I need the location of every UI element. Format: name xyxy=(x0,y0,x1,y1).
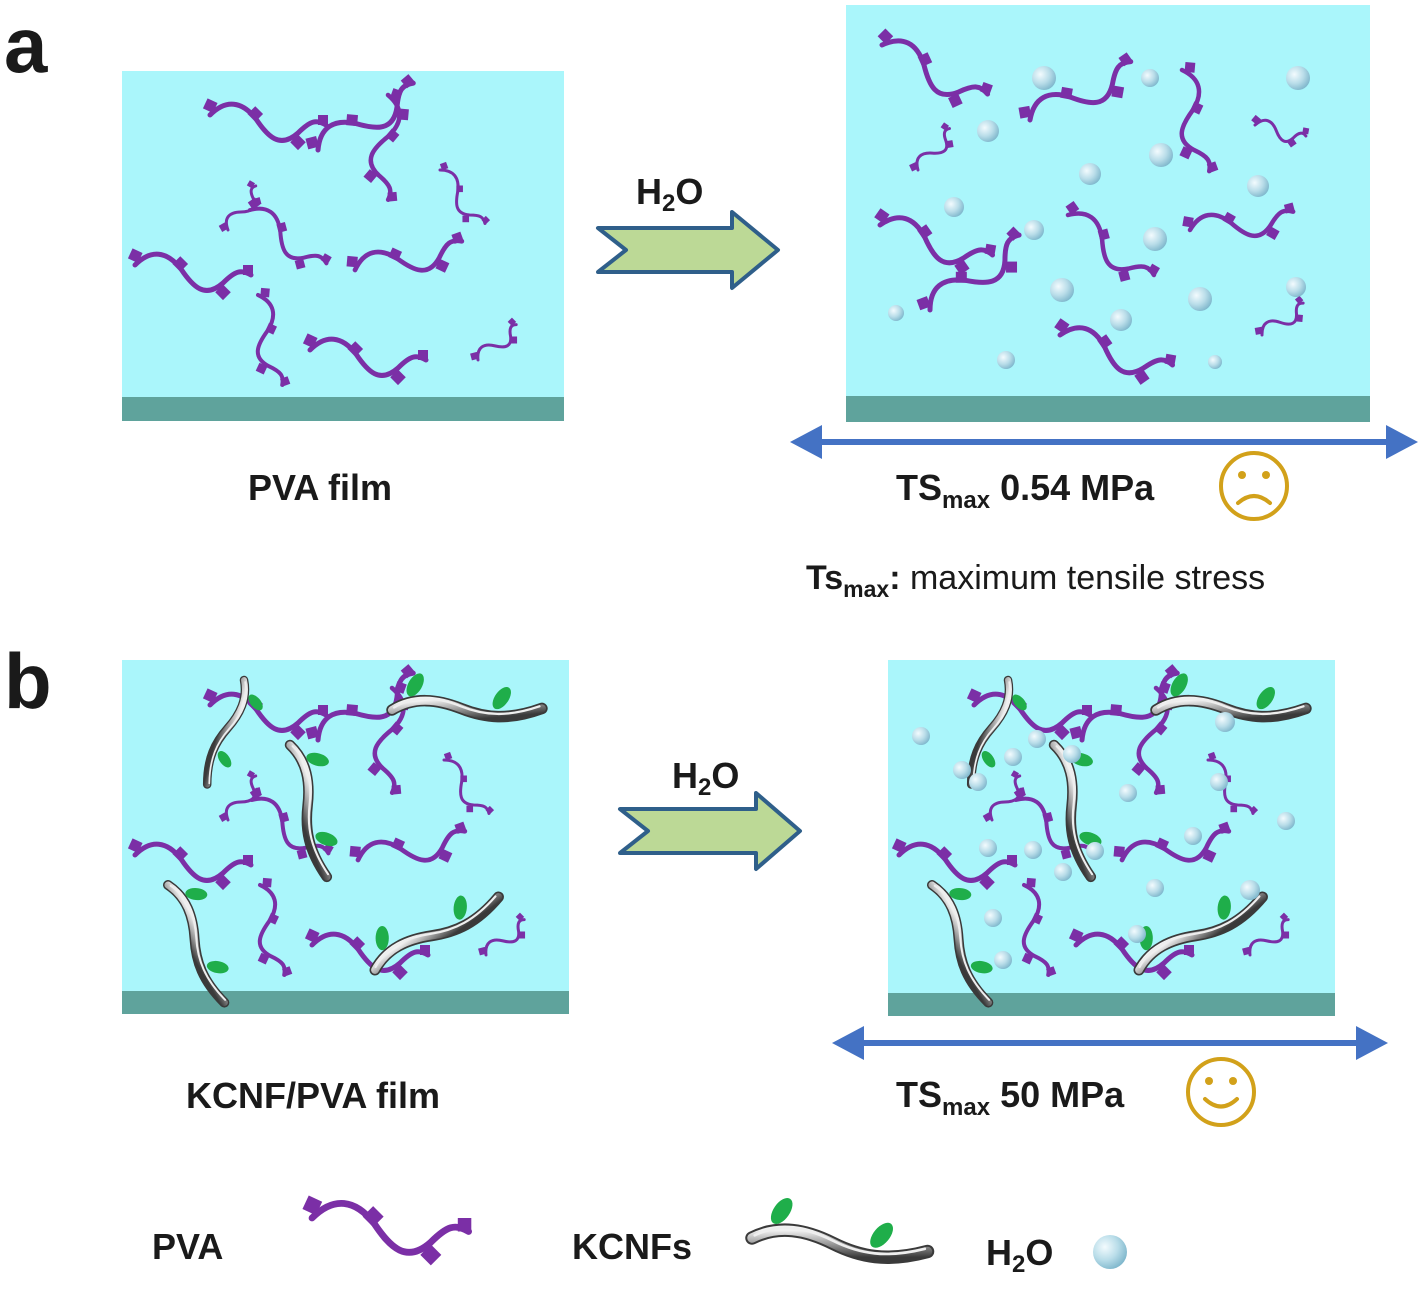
legend-label-water: H2O xyxy=(986,1232,1054,1278)
caption-pva-film: PVA film xyxy=(248,467,393,508)
panel-letter-b: b xyxy=(4,637,52,725)
legend-label-pva: PVA xyxy=(152,1226,224,1267)
panel-letter-a: a xyxy=(4,1,48,89)
kcnf-pva-film-b-left xyxy=(122,651,569,1014)
definition-note: Tsmax: maximum tensile stress xyxy=(806,559,1266,602)
tensile-result-b: TSmax 50 MPa xyxy=(896,1074,1125,1121)
arrow-label-b: H2O xyxy=(672,755,740,801)
process-arrow-b xyxy=(618,791,802,871)
pva-film-a-left xyxy=(122,61,564,421)
process-arrow-a xyxy=(596,210,780,290)
panel-a xyxy=(122,5,1418,521)
legend-kcnf-fiber-icon xyxy=(752,1194,928,1257)
tensile-arrow-b xyxy=(832,1026,1388,1060)
water-molecules xyxy=(888,66,1310,369)
tensile-arrow-a xyxy=(790,425,1418,459)
arrow-label-a: H2O xyxy=(636,171,704,217)
sad-face-icon xyxy=(1219,451,1289,521)
legend-label-kcnfs: KCNFs xyxy=(572,1226,693,1267)
pva-film-a-right xyxy=(846,5,1370,422)
caption-kcnf-pva-film: KCNF/PVA film xyxy=(186,1075,441,1116)
tensile-result-a: TSmax 0.54 MPa xyxy=(896,467,1155,514)
legend-water-drop-icon xyxy=(1093,1235,1127,1269)
water-molecules xyxy=(912,712,1295,969)
legend xyxy=(302,1194,1127,1269)
legend-pva-chain-icon xyxy=(302,1196,471,1266)
kcnf-pva-film-b-right xyxy=(888,651,1335,1016)
smiley-face-icon xyxy=(1186,1057,1256,1127)
panel-b xyxy=(122,651,1388,1127)
